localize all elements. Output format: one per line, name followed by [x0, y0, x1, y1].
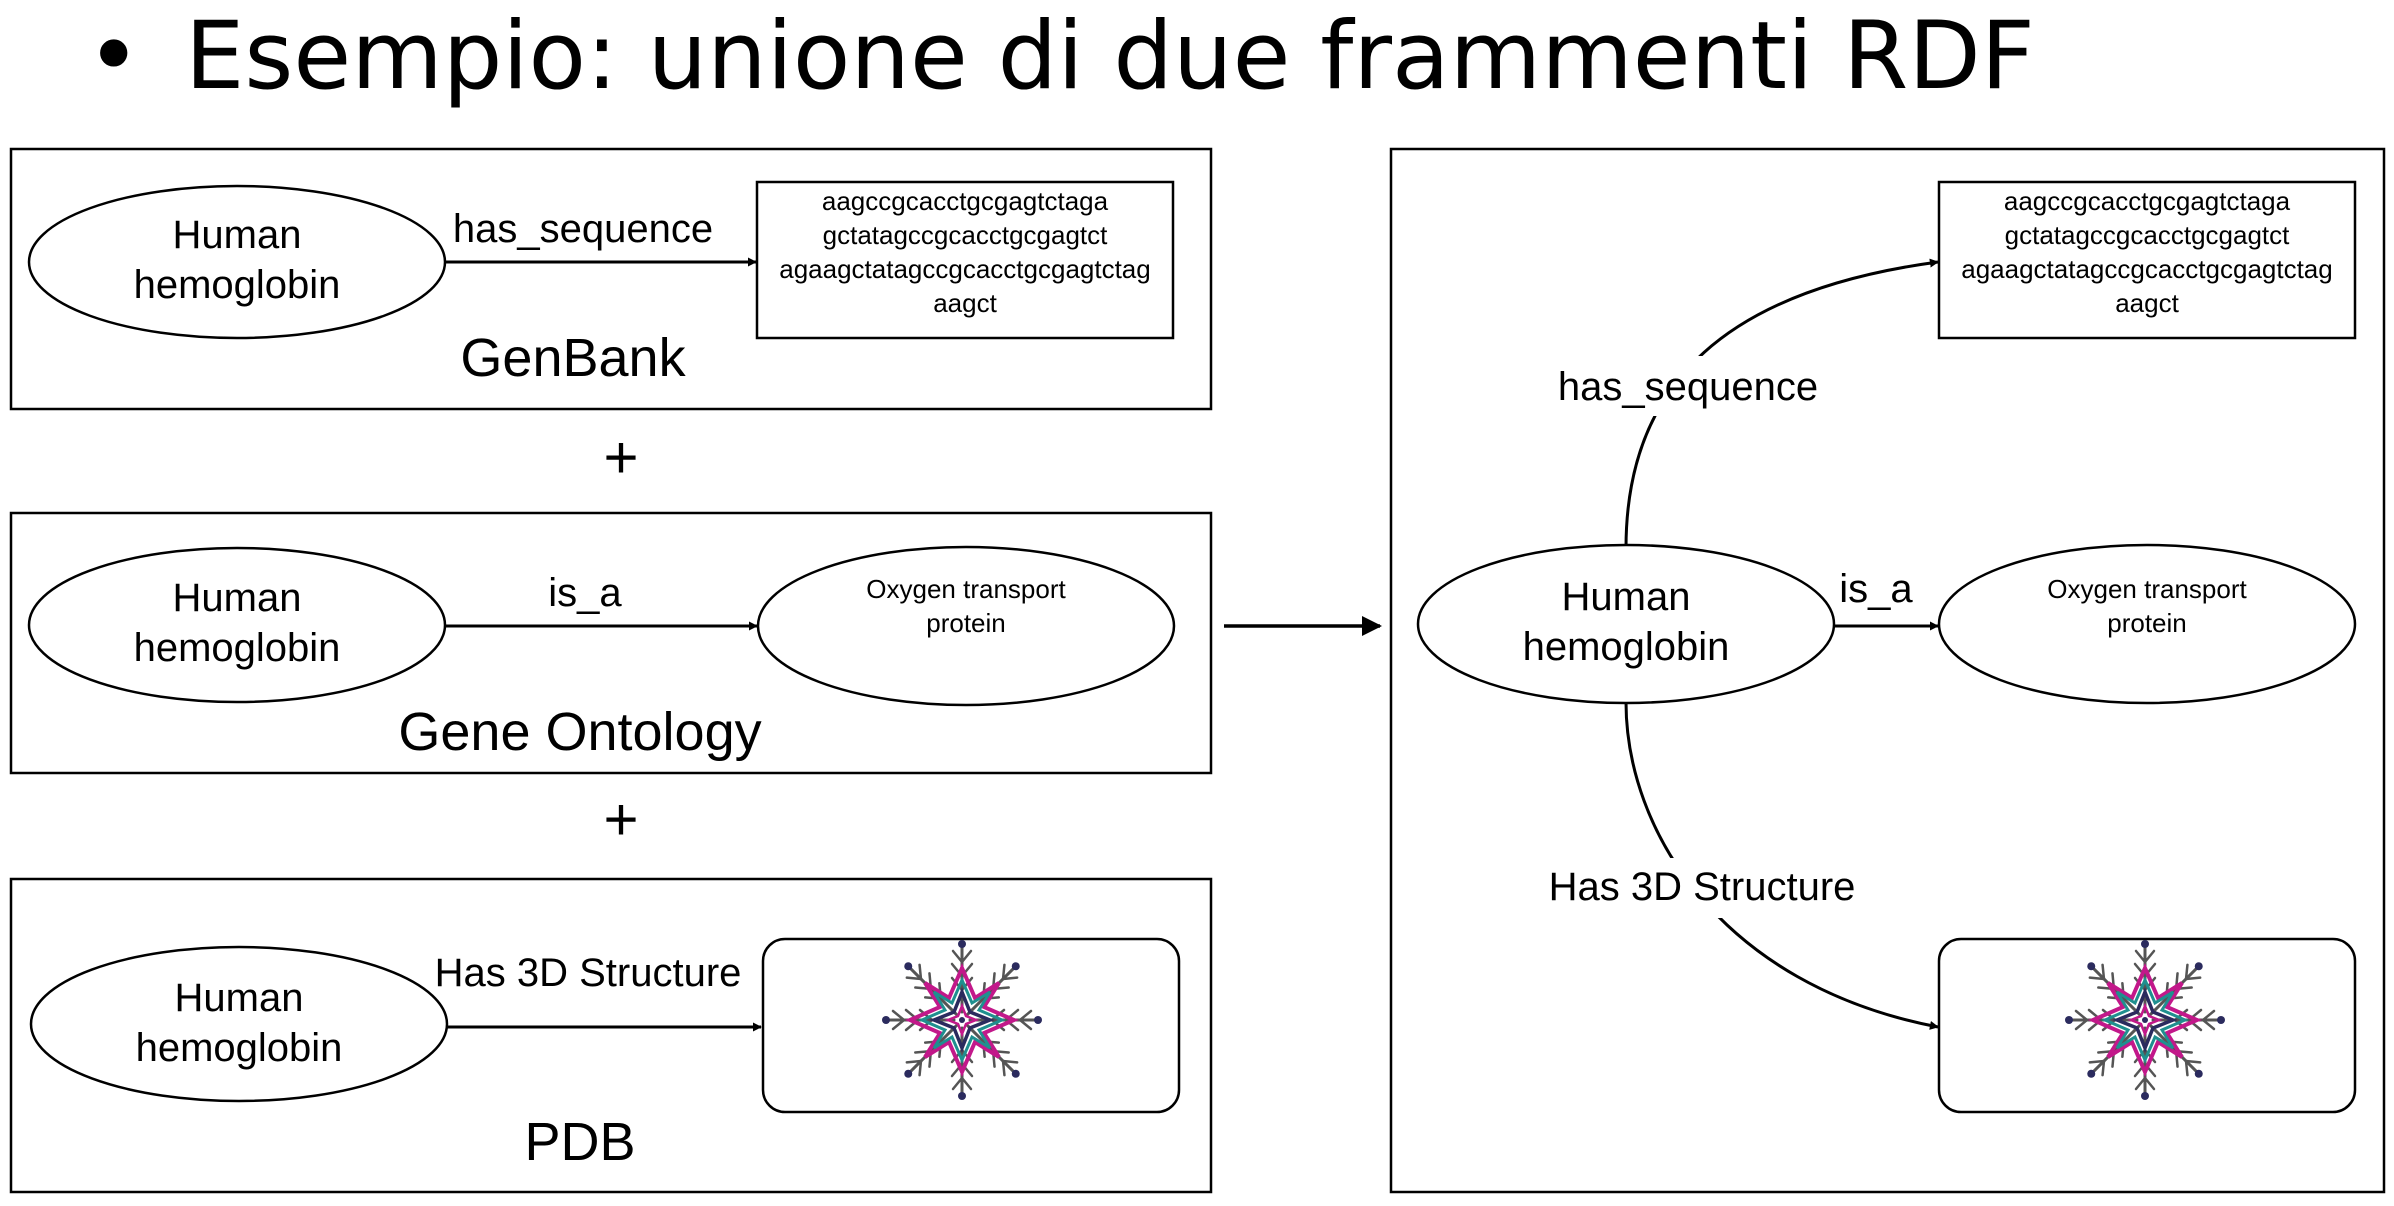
fragment-genbank: Human hemoglobin has_sequence aagccgcacc… [9, 147, 1213, 411]
merged-edge-sequence-label: has_sequence [1558, 365, 1818, 409]
go-object-line-2: protein [926, 608, 1006, 638]
go-subject-line-2: hemoglobin [134, 626, 341, 670]
fragment-pdb-frame [9, 877, 1213, 1194]
genbank-subject-line-2: hemoglobin [134, 263, 341, 307]
merged-graph-frame [1389, 147, 2386, 1194]
merged-class-line-1: Oxygen transport [2047, 574, 2247, 604]
go-source-label: Gene Ontology [398, 702, 761, 762]
protein-structure-icon [882, 940, 1042, 1100]
title-bullet: • [86, 2, 141, 111]
go-object-node [756, 545, 1176, 707]
merged-subject-line-2: hemoglobin [1523, 625, 1730, 669]
merged-seq-line-1: aagccgcacctgcgagtctaga [2004, 186, 2291, 216]
pdb-source-label: PDB [524, 1112, 635, 1172]
merged-edge-is-a-label: is_a [1839, 567, 1913, 611]
genbank-seq-line-1: aagccgcacctgcgagtctaga [822, 186, 1109, 216]
merged-edge-structure-label: Has 3D Structure [1549, 865, 1856, 909]
go-object-line-1: Oxygen transport [866, 574, 1066, 604]
genbank-subject-line-1: Human [173, 213, 302, 257]
go-subject-line-1: Human [173, 576, 302, 620]
go-predicate-label: is_a [548, 571, 622, 615]
pdb-structure-box [761, 937, 1181, 1114]
merged-seq-line-3: agaagctatagccgcacctgcgagtctag [1961, 254, 2332, 284]
merged-class-line-2: protein [2107, 608, 2187, 638]
pdb-subject-node [29, 945, 449, 1103]
genbank-seq-line-4: aagct [933, 288, 997, 318]
pdb-subject-line-1: Human [175, 976, 304, 1020]
fragment-gene-ontology: Human hemoglobin is_a Oxygen transport p… [9, 511, 1213, 775]
plus-sign-1: + [603, 424, 638, 491]
merged-edge-sequence-path [1624, 258, 1939, 549]
merged-seq-line-2: gctatagccgcacctgcgagtct [2005, 220, 2290, 250]
go-subject-node [27, 546, 447, 704]
merged-label-bg-structure [1538, 858, 1868, 918]
genbank-seq-line-2: gctatagccgcacctgcgagtct [823, 220, 1108, 250]
merged-structure-box [1937, 937, 2357, 1114]
genbank-sequence-box [755, 180, 1175, 340]
merged-graph: Human hemoglobin has_sequence is_a Has 3… [1389, 147, 2386, 1194]
page-title: Esempio: unione di due frammenti RDF [185, 2, 2035, 111]
fragment-go-frame [9, 511, 1213, 775]
genbank-predicate-label: has_sequence [453, 207, 713, 251]
merged-label-bg-sequence [1550, 356, 1825, 416]
genbank-seq-line-3: agaagctatagccgcacctgcgagtctag [779, 254, 1150, 284]
protein-structure-icon [2065, 940, 2225, 1100]
pdb-subject-line-2: hemoglobin [136, 1026, 343, 1070]
fragment-pdb: Human hemoglobin Has 3D Structure PDB [9, 877, 1213, 1194]
merged-sequence-box [1937, 180, 2357, 340]
merged-subject-node [1416, 543, 1836, 705]
fragment-genbank-frame [9, 147, 1213, 411]
genbank-source-label: GenBank [460, 328, 686, 388]
merged-class-node [1937, 543, 2357, 705]
genbank-subject-node [27, 184, 447, 340]
pdb-predicate-label: Has 3D Structure [435, 951, 742, 995]
merged-subject-line-1: Human [1562, 575, 1691, 619]
plus-sign-2: + [603, 786, 638, 853]
merged-seq-line-4: aagct [2115, 288, 2179, 318]
